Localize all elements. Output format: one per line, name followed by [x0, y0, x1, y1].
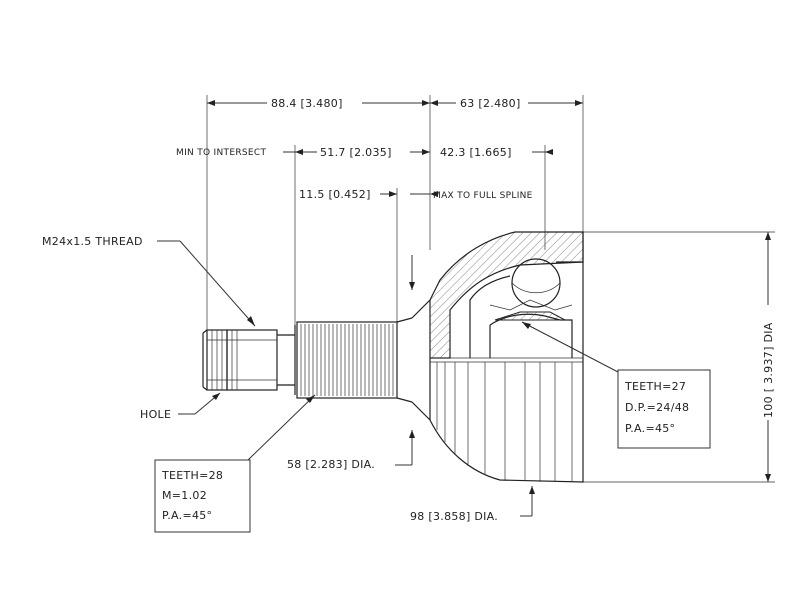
- spline-teeth: [300, 324, 394, 396]
- spline-shaft: [296, 299, 431, 421]
- large-dia-leader: 98 [3.858] DIA.: [410, 486, 535, 523]
- spline-left-module: M=1.02: [162, 489, 207, 502]
- spline-left-pa: P.A.=45°: [162, 509, 212, 522]
- spline-right-box: [617, 369, 711, 449]
- spline-right-teeth: TEETH=27: [624, 380, 686, 393]
- dim-min-intersect-label: MIN TO INTERSECT: [176, 148, 266, 158]
- threaded-stub: [202, 325, 296, 395]
- extension-lines: [206, 95, 775, 483]
- spline-left-callout: TEETH=28 M=1.02 P.A.=45°: [154, 394, 316, 533]
- dim-small-dia: 58 [2.283] DIA.: [287, 458, 375, 471]
- housing-section: [429, 231, 584, 359]
- thread-label: M24x1.5 THREAD: [42, 235, 143, 248]
- dim-max-full-spline: MAX TO FULL SPLINE: [433, 191, 533, 201]
- small-dia-leader: 58 [2.283] DIA.: [287, 255, 415, 471]
- spline-right-callout: TEETH=27 D.P.=24/48 P.A.=45°: [521, 321, 711, 449]
- hole-callout: HOLE: [140, 392, 221, 421]
- spline-left-box: [154, 459, 251, 533]
- dim-right-inner: 42.3 [1.665]: [440, 146, 512, 159]
- dim-min-intersect-value: 51.7 [2.035]: [320, 146, 392, 159]
- dim-overall-right: 63 [2.480]: [460, 97, 521, 110]
- dimension-intersect: MIN TO INTERSECT 51.7 [2.035] 42.3 [1.66…: [176, 146, 553, 159]
- dim-large-dia: 98 [3.858] DIA.: [410, 510, 498, 523]
- dim-spline-offset: 11.5 [0.452]: [299, 188, 371, 201]
- dimension-height: 100 [ 3.937] DIA: [762, 232, 775, 482]
- spline-left-teeth: TEETH=28: [161, 469, 223, 482]
- housing-exterior: [429, 358, 584, 483]
- hole-label: HOLE: [140, 408, 171, 421]
- dimension-overall: 88.4 [3.480] 63 [2.480]: [207, 97, 583, 110]
- spline-right-dp: D.P.=24/48: [625, 401, 689, 414]
- thread-callout: M24x1.5 THREAD: [42, 235, 256, 327]
- dimension-spline: 11.5 [0.452] MAX TO FULL SPLINE: [299, 188, 533, 201]
- dim-overall-left: 88.4 [3.480]: [271, 97, 343, 110]
- spline-right-pa: P.A.=45°: [625, 422, 675, 435]
- dim-height-dia: 100 [ 3.937] DIA: [762, 322, 775, 418]
